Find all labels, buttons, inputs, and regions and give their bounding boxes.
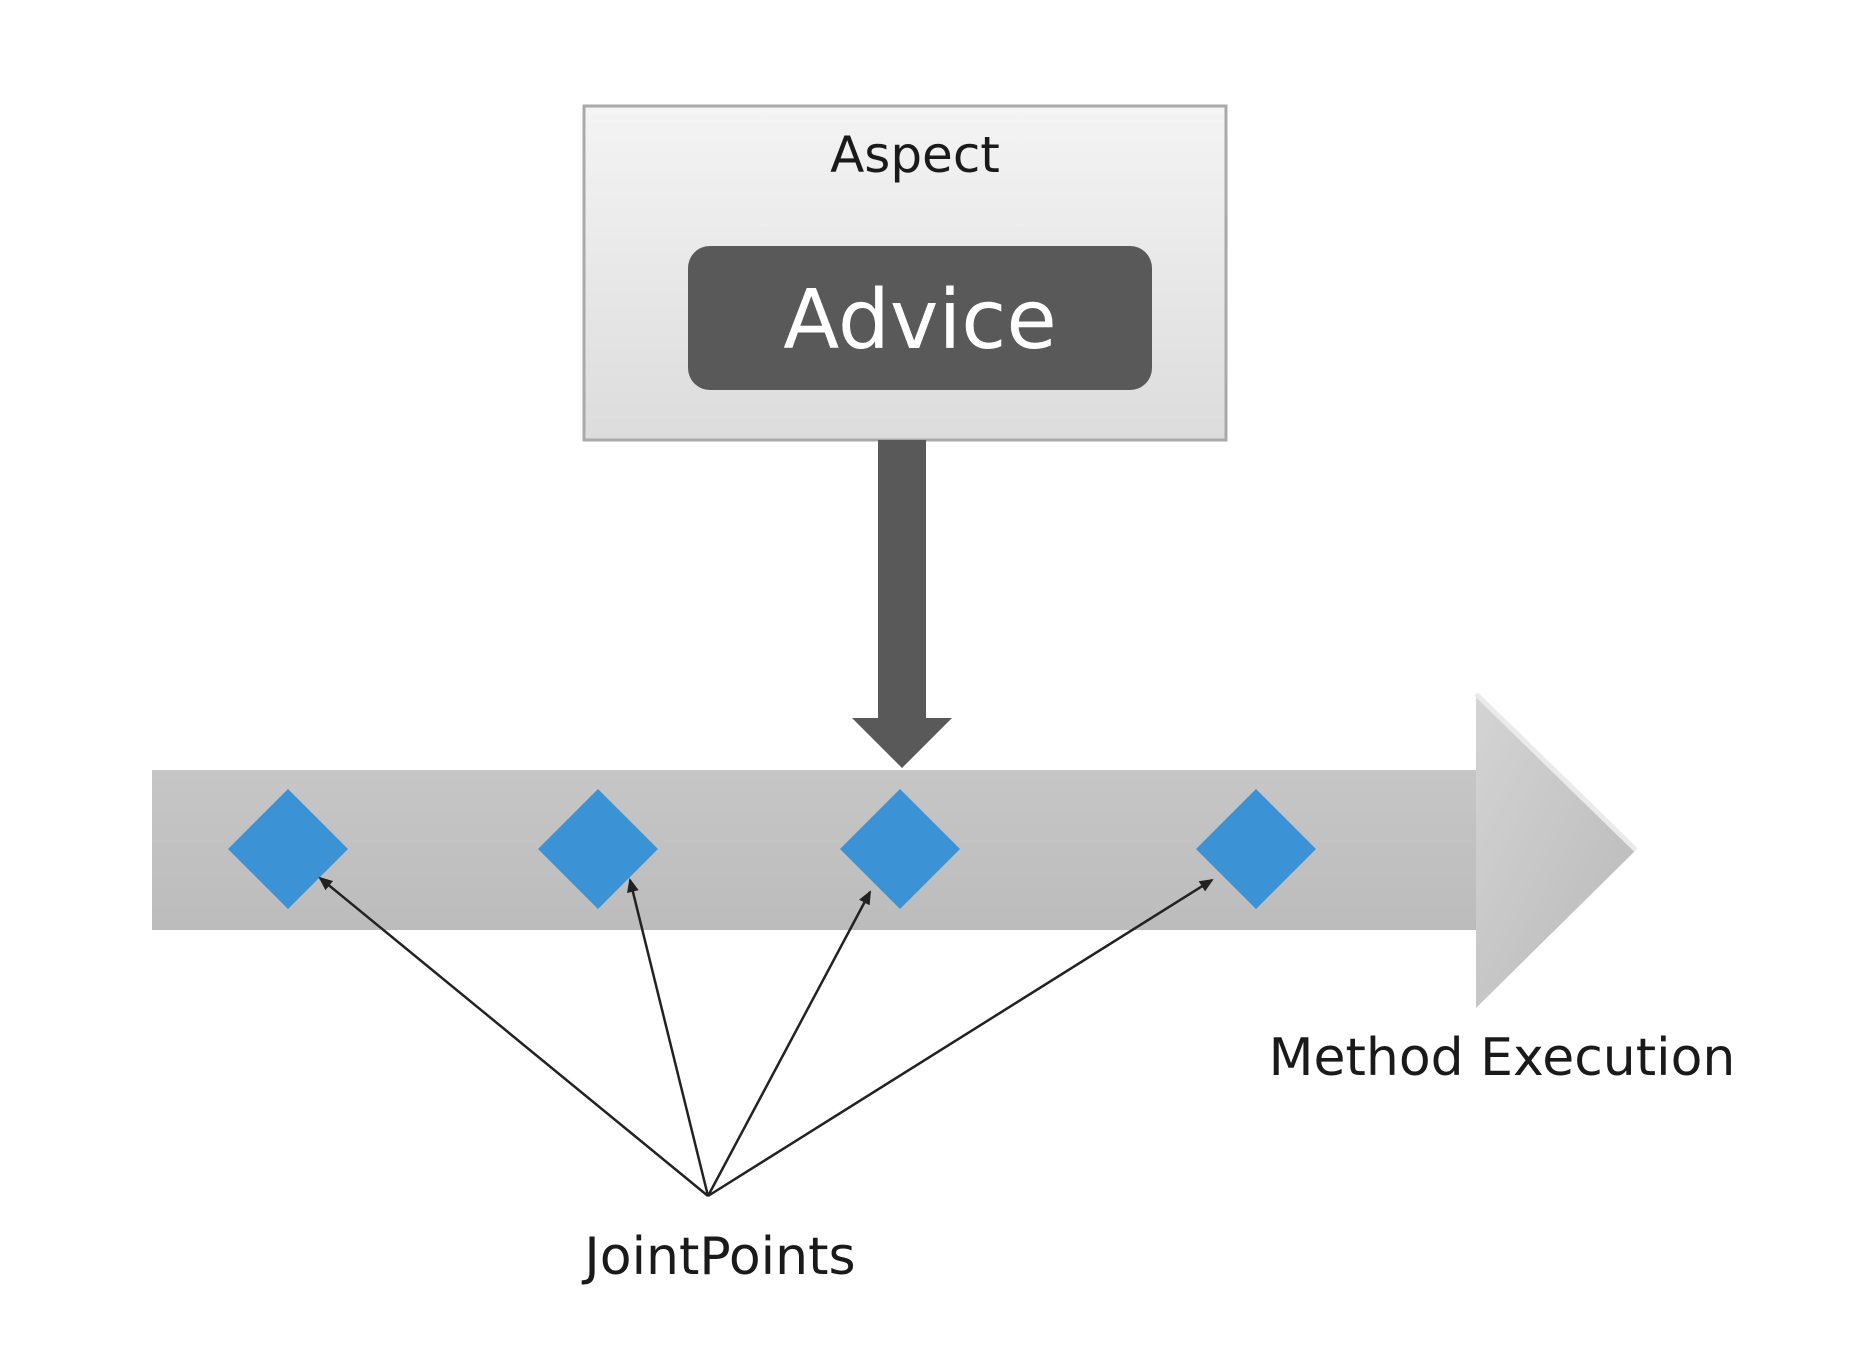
advice-box: Advice — [688, 246, 1152, 390]
jointpoint-pointers — [318, 876, 1214, 1198]
jointpoint-diamond — [1196, 789, 1316, 909]
jointpoint-diamond — [228, 789, 348, 909]
aspect-label: Aspect — [830, 126, 1000, 184]
advice-label: Advice — [783, 273, 1057, 368]
jointpoints-label: JointPoints — [581, 1227, 855, 1287]
jointpoints-group — [228, 789, 1316, 909]
execution-label: Method Execution — [1269, 1028, 1736, 1088]
pointer-line — [707, 878, 1214, 1198]
pointer-line — [318, 876, 709, 1197]
jointpoint-diamond — [840, 789, 960, 909]
pointer-line — [627, 878, 710, 1197]
pointer-line — [706, 890, 872, 1197]
advice-arrow — [852, 440, 952, 768]
